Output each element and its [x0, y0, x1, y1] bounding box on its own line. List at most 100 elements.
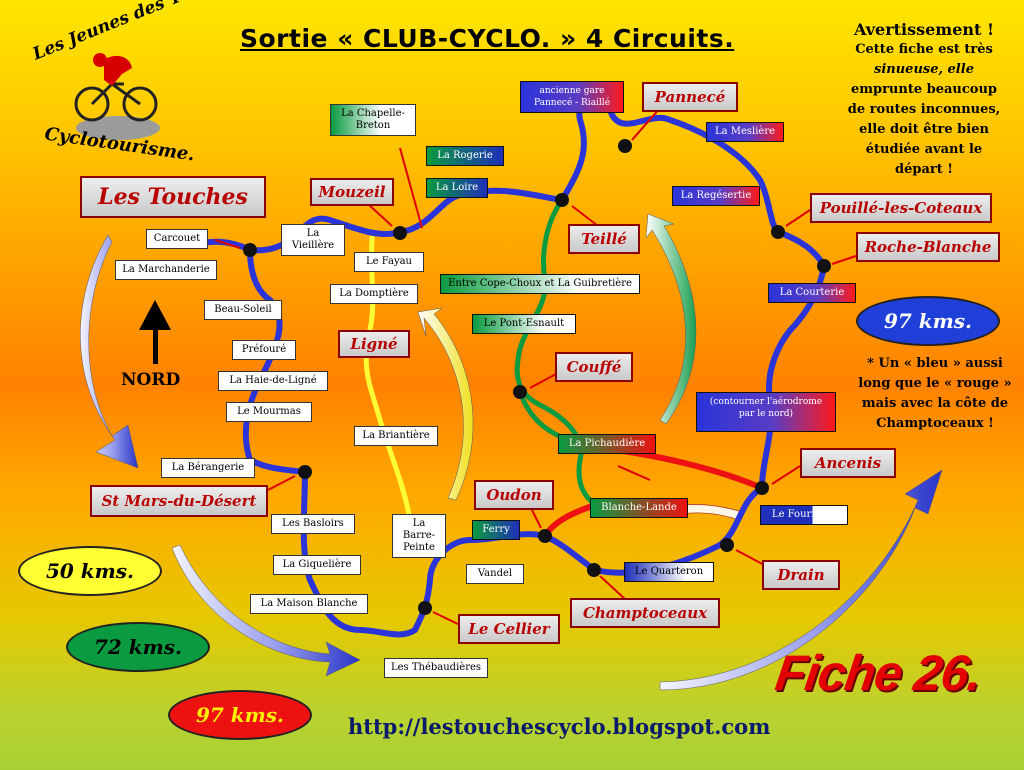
- north-label: NORD: [121, 370, 181, 390]
- place-la-regesertie: La Regésertie: [672, 186, 760, 206]
- pointer-arrow: [529, 373, 557, 389]
- place-la-chapelle-breton: La Chapelle-Breton: [330, 104, 416, 136]
- place-la-mesliere: La Meslière: [706, 122, 784, 142]
- town-champtoceaux: Champtoceaux: [570, 598, 720, 628]
- dot-les-touches: [243, 243, 257, 257]
- place-la-briantiere: La Briantière: [354, 426, 438, 446]
- town-teille: Teillé: [568, 224, 640, 254]
- distance-badge-yellow: 50 kms.: [18, 546, 162, 596]
- place-le-quarteron: Le Quarteron: [624, 562, 714, 582]
- place-la-loire: La Loire: [426, 178, 488, 198]
- dot-teille: [555, 193, 569, 207]
- town-pouille: Pouillé-les-Coteaux: [810, 193, 992, 223]
- place-ancienne-gare: ancienne gare Pannecé - Riaillé: [520, 81, 624, 113]
- town-les-touches: Les Touches: [80, 176, 266, 218]
- place-ferry: Ferry: [472, 520, 520, 540]
- place-contourner-aerodrome: (contourner l'aérodrome par le nord): [696, 392, 836, 432]
- place-entre-cope-choux: Entre Cope-Choux et La Guibretière: [440, 274, 640, 294]
- place-la-giqueliere: La Giquelière: [273, 555, 361, 575]
- blue-route: [192, 90, 827, 638]
- place-beau-soleil: Beau-Soleil: [204, 300, 282, 320]
- warning-line: sinueuse, elle: [874, 62, 974, 77]
- dot-pouille: [771, 225, 785, 239]
- pointer-arrow: [267, 475, 296, 491]
- place-vandel: Vandel: [466, 564, 524, 584]
- place-prefoure: Préfouré: [232, 340, 296, 360]
- direction-arrow-yellow: [417, 307, 474, 501]
- pointer-arrow: [831, 255, 857, 265]
- place-le-mourmas: Le Mourmas: [226, 402, 312, 422]
- pointer-arrow: [771, 465, 801, 485]
- direction-arrow-bottom-left: [171, 544, 361, 677]
- warning-line: emprunte beaucoup: [850, 82, 998, 97]
- dot-oudon: [538, 529, 552, 543]
- warning-line: étudiée avant le: [865, 142, 983, 157]
- blue-note-line: long que le « rouge »: [858, 376, 1012, 391]
- town-pannece: Pannecé: [642, 82, 738, 112]
- dot-mouzeil: [393, 226, 407, 240]
- dot-pannece: [618, 139, 632, 153]
- pointer-arrow: [631, 107, 661, 141]
- town-ligne: Ligné: [338, 330, 410, 358]
- pointer-arrow: [531, 509, 542, 529]
- yellow-route: [363, 235, 413, 523]
- dot-ancenis: [755, 481, 769, 495]
- place-blanche-lande: Blanche-Lande: [590, 498, 688, 518]
- pointer-arrow: [785, 209, 811, 227]
- direction-arrow-left: [80, 234, 139, 469]
- dot-st-mars: [298, 465, 312, 479]
- place-le-fourneau: Le Fourneau: [760, 505, 848, 525]
- blue-note-line: Champtoceaux !: [876, 416, 994, 431]
- pointer-arrows: [214, 107, 857, 626]
- warning-line: elle doit être bien: [859, 122, 989, 137]
- place-le-fayau: Le Fayau: [354, 252, 424, 272]
- pointer-arrow: [599, 575, 627, 601]
- place-les-basloirs: Les Basloirs: [271, 514, 355, 534]
- place-la-haie-de-ligne: La Haie-de-Ligné: [218, 371, 328, 391]
- warning-line: Cette fiche est très: [855, 42, 993, 57]
- place-le-pont-esnault: Le Pont-Esnault: [472, 314, 576, 334]
- pointer-arrow: [571, 205, 599, 227]
- town-st-mars: St Mars-du-Désert: [90, 485, 268, 517]
- pointer-arrow: [617, 465, 651, 481]
- place-carcouet: Carcouet: [146, 229, 208, 249]
- blue-note-line: mais avec la côte de: [861, 396, 1009, 411]
- town-oudon: Oudon: [474, 480, 554, 510]
- place-la-barre-peinte: La Barre-Peinte: [392, 514, 446, 558]
- place-les-thebaudieres: Les Thébaudières: [384, 658, 488, 678]
- club-logo-emblem: [74, 53, 160, 140]
- place-la-vieillere: La Vieillère: [281, 224, 345, 256]
- warning-note: Avertissement ! Cette fiche est très sin…: [838, 20, 1010, 180]
- dot-couffe: [513, 385, 527, 399]
- warning-line: de routes inconnues,: [847, 102, 1001, 117]
- pointer-arrow: [735, 549, 767, 567]
- blog-url-link[interactable]: http://lestouchescyclo.blogspot.com: [348, 714, 771, 739]
- warning-heading: Avertissement !: [853, 20, 995, 39]
- place-la-courterie: La Courterie: [768, 283, 856, 303]
- pointer-arrow: [399, 147, 423, 229]
- blue-route-note: * Un « bleu » aussi long que le « rouge …: [850, 354, 1020, 434]
- place-la-berangerie: La Bérangerie: [161, 458, 255, 478]
- page-title: Sortie « CLUB-CYCLO. » 4 Circuits.: [240, 24, 735, 53]
- pointer-arrow: [367, 203, 393, 227]
- pointer-arrow: [214, 239, 241, 249]
- town-drain: Drain: [762, 560, 840, 590]
- direction-arrow-bottom-right: [659, 469, 943, 691]
- town-le-cellier: Le Cellier: [458, 614, 560, 644]
- town-mouzeil: Mouzeil: [310, 178, 394, 206]
- direction-arrow-green: [645, 213, 697, 425]
- town-couffe: Couffé: [555, 352, 633, 382]
- blue-note-line: * Un « bleu » aussi: [867, 356, 1003, 371]
- distance-badge-blue: 97 kms.: [856, 296, 1000, 346]
- pointer-arrow: [432, 611, 461, 626]
- place-la-maison-blanche: La Maison Blanche: [250, 594, 368, 614]
- place-la-domptiere: La Domptière: [330, 284, 418, 304]
- dot-champtoceaux: [587, 563, 601, 577]
- distance-badge-red: 97 kms.: [168, 690, 312, 740]
- town-roche-blanche: Roche-Blanche: [856, 232, 1000, 262]
- warning-line: départ !: [895, 162, 953, 177]
- dot-le-cellier: [418, 601, 432, 615]
- fiche-number: Fiche 26.: [772, 645, 985, 701]
- dot-roche-blanche: [817, 259, 831, 273]
